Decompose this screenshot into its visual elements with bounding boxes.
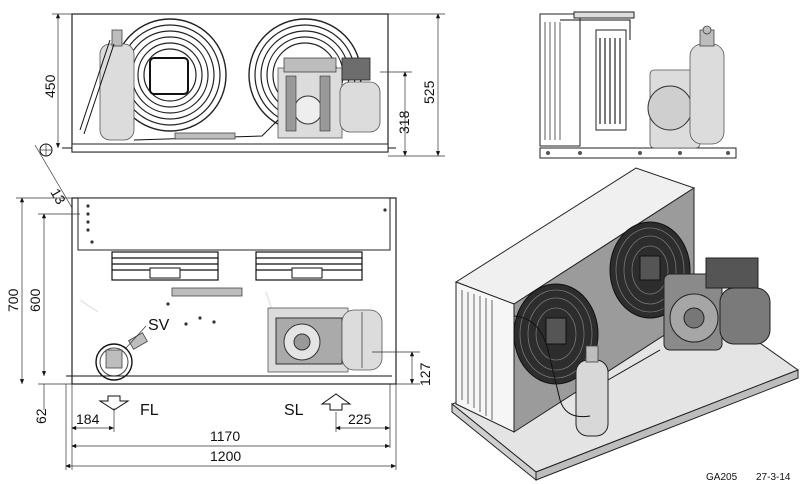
dim-600: 600 — [27, 288, 43, 312]
receiver-tank-front — [79, 29, 135, 141]
dim-225: 225 — [348, 411, 372, 427]
label-sl: SL — [284, 402, 304, 419]
dim-450: 450 — [42, 74, 58, 98]
dim-184: 184 — [76, 411, 100, 427]
dim-62: 62 — [33, 408, 49, 424]
fan-shroud-left — [111, 251, 219, 281]
dim-700: 700 — [5, 288, 21, 312]
side-view — [539, 11, 737, 159]
angle-marker: 13 — [34, 143, 79, 219]
label-sv: SV — [148, 317, 170, 334]
compressor-front — [277, 57, 381, 139]
compressor-iso — [663, 257, 771, 351]
compressor-plan — [267, 307, 383, 373]
dim-13: 13 — [47, 186, 69, 208]
front-view: 450 318 525 — [42, 13, 445, 157]
sl-arrow-icon — [320, 393, 352, 411]
plan-view: SV FL SL 700 600 62 127 — [5, 197, 433, 470]
drawing-code: GA205 — [706, 472, 738, 483]
dim-127: 127 — [417, 362, 433, 386]
fan-iso-left — [513, 283, 599, 385]
label-fl: FL — [140, 402, 159, 419]
fan-shroud-right — [255, 251, 363, 281]
dim-318: 318 — [396, 110, 412, 134]
drawing-date: 27-3-14 — [756, 472, 791, 483]
dim-525: 525 — [421, 80, 437, 104]
fl-arrow-icon — [98, 395, 130, 411]
isometric-view — [450, 167, 800, 482]
dim-1200: 1200 — [210, 448, 241, 464]
receiver-plan — [95, 332, 148, 381]
dim-1170: 1170 — [210, 428, 240, 444]
